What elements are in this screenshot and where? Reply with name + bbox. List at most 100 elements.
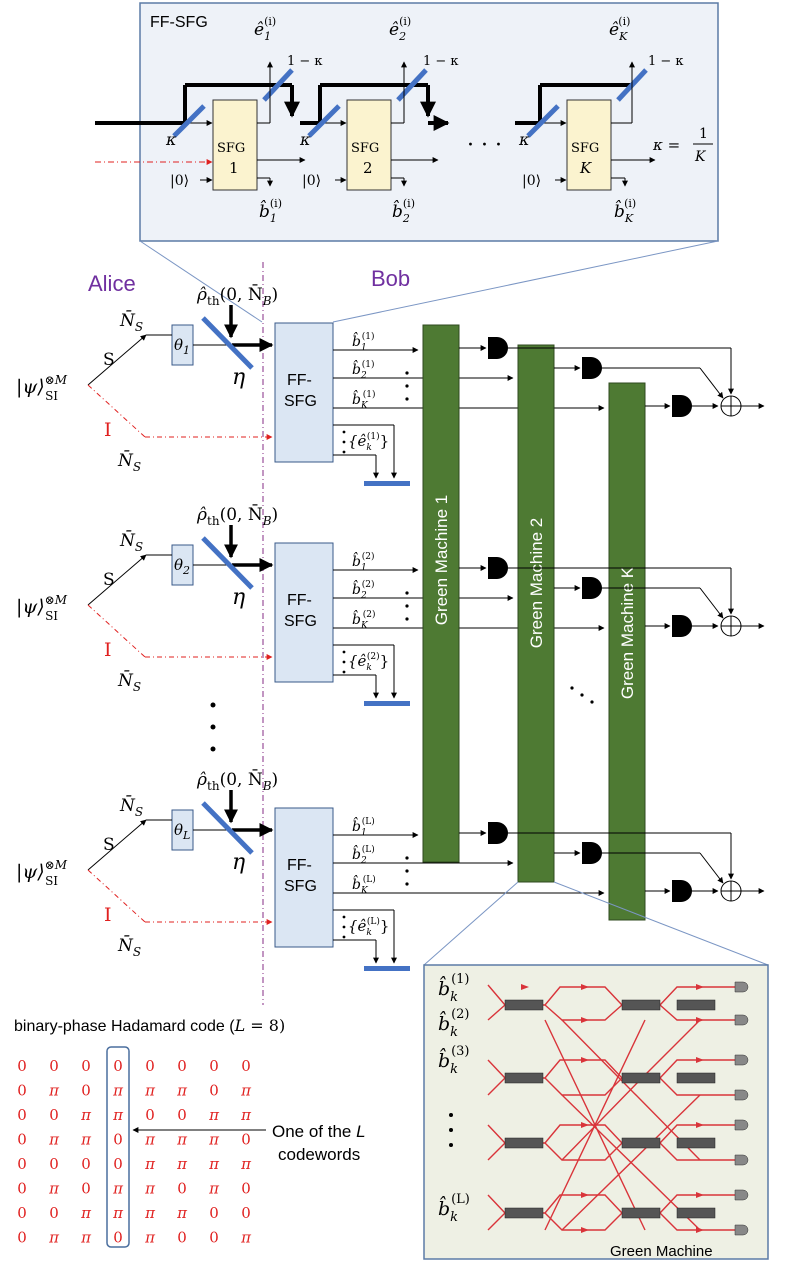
code-cell: 0 <box>49 1106 59 1124</box>
code-cell: 0 <box>113 1057 123 1075</box>
gm-detector-icon <box>734 1054 749 1066</box>
photodetector-icon <box>488 822 508 844</box>
code-cell: 0 <box>17 1106 27 1124</box>
code-cell: 0 <box>113 1131 123 1149</box>
ffsfg-output-label: b̂K(1) <box>352 389 375 411</box>
signal-label: S <box>103 835 115 855</box>
code-cell: 0 <box>241 1131 251 1149</box>
sfg-index-1: 1 <box>229 159 239 177</box>
b-output-2: b̂2(i) <box>392 197 415 225</box>
b-output-K: b̂K(i) <box>614 197 636 225</box>
ffsfg-inset-title: FF-SFG <box>150 14 208 31</box>
code-cell: π <box>80 1229 92 1247</box>
inset-stage-2 <box>300 61 450 191</box>
e-output-K: êK(i) <box>609 15 630 43</box>
sfg-index-2: 2 <box>363 159 373 177</box>
sfg-index-K: K <box>579 159 592 177</box>
code-cell: π <box>176 1082 188 1100</box>
ffsfg-label: FF- <box>287 592 312 609</box>
gm-input-label: b̂k(3) <box>438 1044 469 1077</box>
code-cell: 0 <box>177 1106 187 1124</box>
phase-modulator-label: θ2 <box>174 556 190 577</box>
beam-splitter <box>307 104 341 138</box>
ffsfg-box <box>274 322 334 463</box>
beam-splitter <box>201 536 254 590</box>
gm-input-label: b̂k(1) <box>438 972 469 1005</box>
gm-detail-title: Green Machine <box>610 1243 713 1260</box>
code-cell: 0 <box>145 1057 155 1075</box>
photodetector-icon <box>582 577 602 599</box>
code-cell: π <box>208 1131 220 1149</box>
signal-photon-number: N̄S <box>119 529 143 554</box>
code-cell: π <box>80 1106 92 1124</box>
one-minus-kappa-1: 1 − κ <box>287 54 323 69</box>
codeword-annotation-line1: One of the L <box>272 1122 366 1141</box>
bob-label: Bob <box>371 266 410 291</box>
code-cell: π <box>112 1204 124 1222</box>
code-cell: 0 <box>81 1057 91 1075</box>
code-cell: π <box>112 1180 124 1198</box>
gm-detector-icon <box>734 981 749 993</box>
vacuum-K: |0⟩ <box>522 173 541 189</box>
inset-ellipsis: · · · <box>467 133 502 158</box>
code-cell: 0 <box>209 1082 219 1100</box>
gm-input-ellipsis-dot <box>449 1128 453 1132</box>
ffsfg-output-label: b̂2(1) <box>352 359 374 381</box>
ffsfg-output-label: b̂1(2) <box>352 551 374 573</box>
code-cell: 0 <box>209 1229 219 1247</box>
one-minus-kappa-K: 1 − κ <box>648 54 684 69</box>
transmissivity-label: η <box>232 365 245 390</box>
thermal-state-label: ρ̂th(0, N̄B) <box>196 283 278 308</box>
transmissivity-label: η <box>232 585 245 610</box>
signal-label: S <box>103 570 115 590</box>
code-cell: 0 <box>49 1057 59 1075</box>
sfg-label-2: SFG <box>351 141 379 156</box>
gm-ellipsis-dot <box>590 700 594 704</box>
phase-modulator-label: θL <box>174 821 190 842</box>
ffsfg-box <box>274 542 334 683</box>
gm-input-label: b̂k(L) <box>438 1192 470 1225</box>
beam-splitter <box>526 104 560 138</box>
ffsfg-box <box>274 807 334 948</box>
beam-dump <box>364 701 410 706</box>
code-cell: π <box>48 1229 60 1247</box>
beam-dump <box>364 481 410 486</box>
code-cell: π <box>240 1155 252 1173</box>
code-cell: 0 <box>177 1180 187 1198</box>
gm-input-label: b̂k(2) <box>438 1007 469 1040</box>
transmissivity-label: η <box>232 850 245 875</box>
code-cell: π <box>144 1180 156 1198</box>
code-cell: 0 <box>17 1082 27 1100</box>
code-cell: π <box>144 1229 156 1247</box>
code-cell: 0 <box>81 1180 91 1198</box>
idler-photon-number: N̄S <box>117 449 141 474</box>
gm-ellipsis-dot <box>570 686 574 690</box>
gm-beam-splitter <box>504 1207 544 1219</box>
code-cell: 0 <box>17 1180 27 1198</box>
code-cell: π <box>240 1229 252 1247</box>
gm-beam-splitter <box>504 999 544 1011</box>
code-cell: 0 <box>177 1229 187 1247</box>
code-cell: π <box>240 1082 252 1100</box>
gm-detector-icon <box>734 1089 749 1101</box>
thermal-state-label: ρ̂th(0, N̄B) <box>196 768 278 793</box>
signal-label: S <box>103 350 115 370</box>
gm-beam-splitter <box>621 1137 661 1149</box>
gm-detector-icon <box>734 1119 749 1131</box>
gm-input-ellipsis-dot <box>449 1113 453 1117</box>
code-cell: 0 <box>17 1131 27 1149</box>
code-cell: π <box>176 1204 188 1222</box>
beam-splitter <box>262 68 294 102</box>
code-cell: π <box>208 1155 220 1173</box>
gm-beam-splitter <box>676 999 716 1011</box>
kappa-eq: κ = <box>652 136 680 154</box>
beam-splitter <box>172 104 206 138</box>
gm-beam-splitter <box>676 1072 716 1084</box>
code-cell: 0 <box>81 1082 91 1100</box>
code-title: binary-phase Hadamard code (L = 8) <box>14 1016 285 1035</box>
ffsfg-label: SFG <box>284 393 317 410</box>
beam-splitter <box>396 68 428 102</box>
